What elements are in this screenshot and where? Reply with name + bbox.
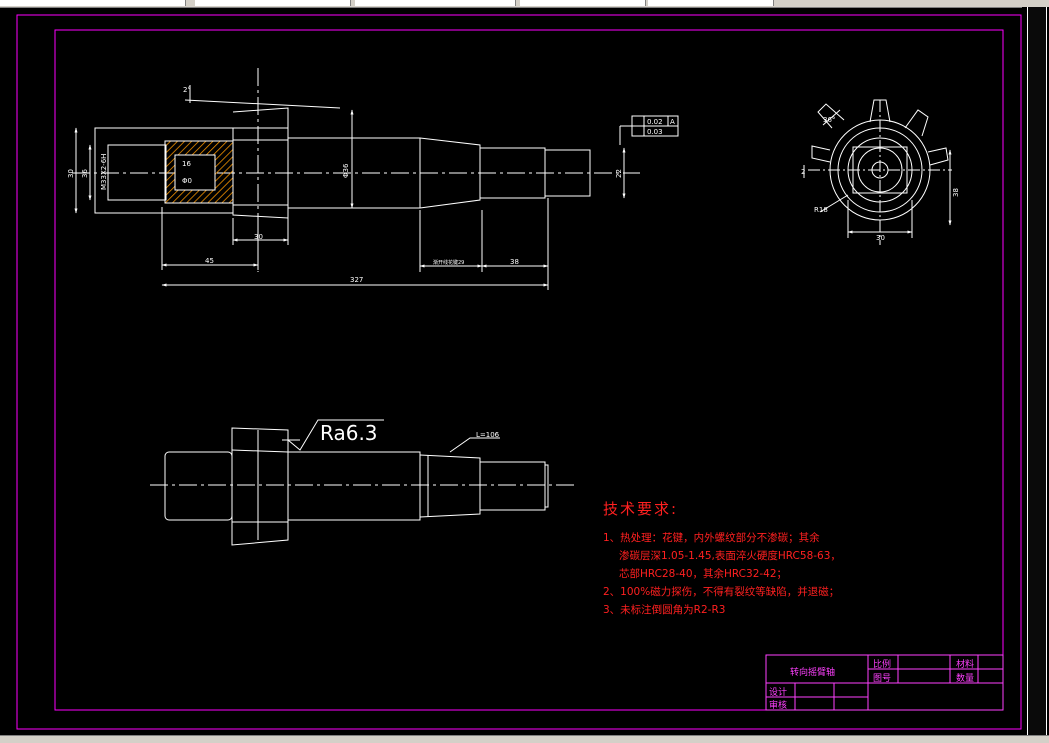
title-block-grid bbox=[765, 654, 1004, 711]
dim-angle: 2° bbox=[183, 86, 191, 94]
toolbar-field-4[interactable] bbox=[520, 0, 646, 6]
gear-teeth bbox=[811, 99, 949, 166]
tech-line-2: 渗碳层深1.05-1.45,表面淬火硬度HRC58-63， bbox=[619, 550, 841, 562]
tol-value-2: 0.03 bbox=[647, 128, 663, 136]
sec-dim-r2: 2 bbox=[801, 168, 805, 176]
dim-d36: 36 bbox=[81, 169, 89, 178]
dim-d30b: 30 bbox=[254, 233, 263, 241]
sec-dim-angle: 36° bbox=[823, 116, 835, 124]
roughness-label: Ra6.3 bbox=[320, 421, 378, 445]
dim-d30: 30 bbox=[67, 169, 75, 178]
tech-line-1: 1、热处理：花键，内外螺纹部分不渗碳；其余 bbox=[603, 532, 820, 544]
tech-line-5: 3、未标注倒圆角为R2-R3 bbox=[603, 604, 726, 616]
title-block-scale: 比例 bbox=[873, 660, 892, 670]
toolbar-field-3[interactable] bbox=[355, 0, 516, 6]
dim-d38b: 38 bbox=[510, 258, 519, 266]
roughness-symbol bbox=[287, 419, 384, 451]
scrollbar-track[interactable] bbox=[1027, 7, 1047, 735]
toolbar-field-5[interactable] bbox=[648, 0, 774, 6]
dim-d36b: Φ36 bbox=[342, 163, 350, 178]
bore-note: L=106 bbox=[476, 431, 500, 439]
tech-line-3: 芯部HRC28-40，其余HRC32-42； bbox=[619, 568, 788, 580]
tol-ref: A bbox=[670, 118, 675, 126]
dim-d22: 22 bbox=[615, 169, 623, 178]
main-shaft-view bbox=[72, 68, 679, 290]
title-block-quantity: 数量 bbox=[956, 674, 975, 684]
dim-d0: Φ0 bbox=[182, 177, 192, 185]
title-block-material: 材料 bbox=[956, 660, 975, 670]
tech-line-4: 2、100%磁力探伤，不得有裂纹等缺陷，并退磁； bbox=[603, 586, 840, 598]
outer-frame bbox=[16, 14, 1022, 730]
spline-section-view bbox=[803, 99, 952, 245]
tech-title: 技术要求: bbox=[603, 500, 679, 518]
lower-shaft-view bbox=[150, 419, 578, 546]
sec-dim-d30: 30 bbox=[876, 234, 885, 242]
title-block-drawing-no: 图号 bbox=[873, 674, 892, 684]
status-strip bbox=[0, 735, 1049, 743]
dim-d16: 16 bbox=[182, 160, 191, 168]
title-block-name: 转向摇臂轴 bbox=[790, 668, 836, 678]
tol-value-1: 0.02 bbox=[647, 118, 663, 126]
title-block-designer: 设计 bbox=[769, 688, 788, 698]
dim-len: 327 bbox=[350, 276, 363, 284]
sec-dim-d38: 38 bbox=[952, 188, 960, 197]
sec-dim-r18: R18 bbox=[814, 206, 828, 214]
toolbar-strip bbox=[0, 0, 1049, 8]
dim-spline-len: 渐开线花键29 bbox=[433, 259, 464, 266]
inner-frame bbox=[54, 29, 1004, 711]
dim-thread: M33X2-6H bbox=[100, 154, 108, 190]
title-block-checker: 审核 bbox=[769, 701, 788, 711]
dim-d45: 45 bbox=[205, 257, 214, 265]
toolbar-field-2[interactable] bbox=[195, 0, 351, 6]
technical-requirements: 技术要求: 1、热处理：花键，内外螺纹部分不渗碳；其余 渗碳层深1.05-1.4… bbox=[603, 498, 841, 619]
vertical-scrollbar[interactable] bbox=[1022, 7, 1049, 735]
toolbar-field-1[interactable] bbox=[0, 0, 186, 6]
